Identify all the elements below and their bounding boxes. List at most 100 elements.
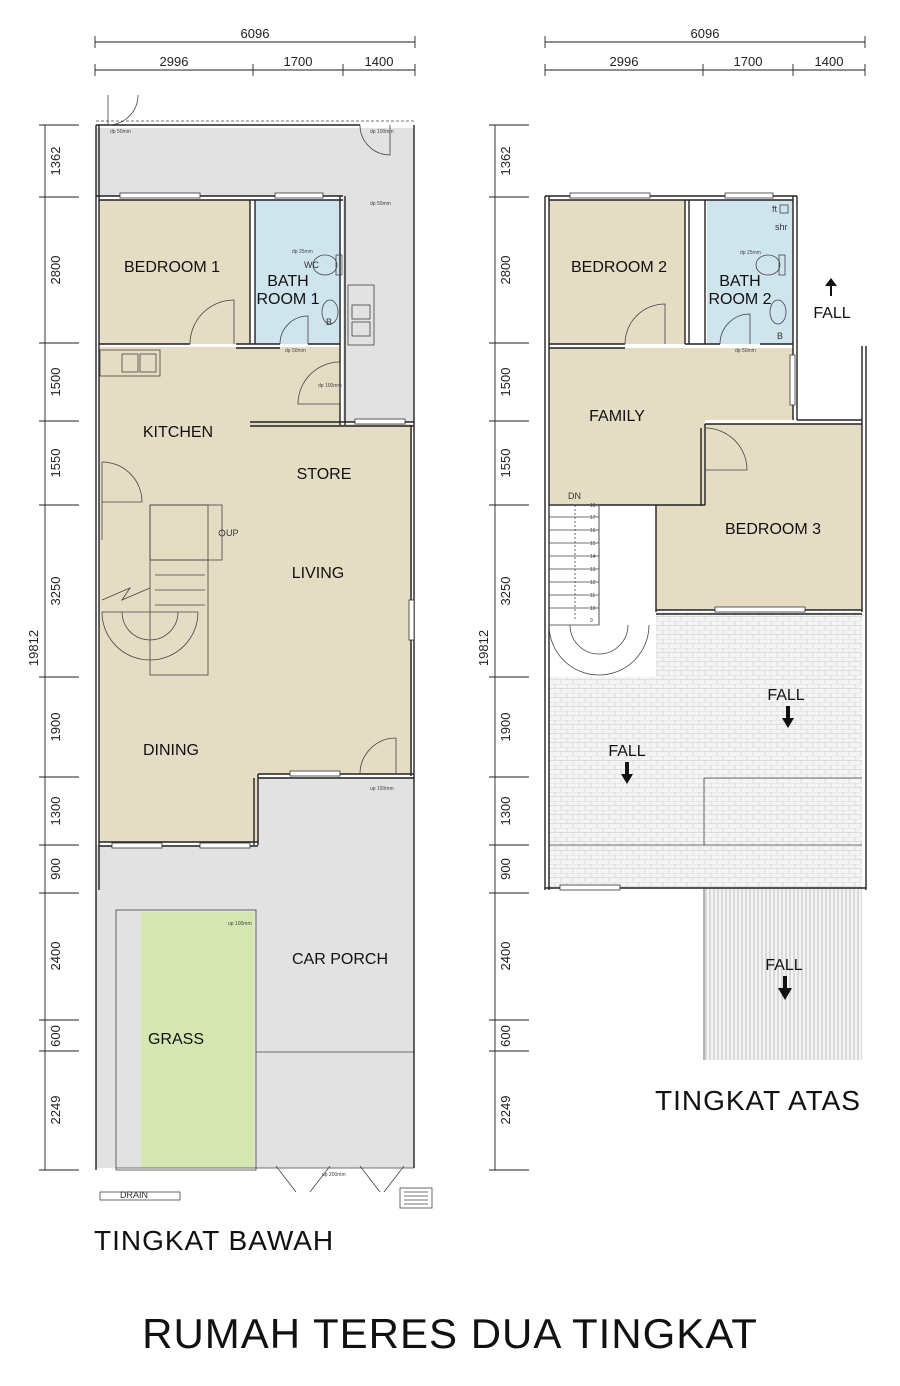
upper-step-17: 17 xyxy=(590,515,596,521)
upper-top-dimensions: 6096 2996 1700 1400 xyxy=(544,26,866,76)
ground-wc-label: WC xyxy=(304,260,319,270)
ground-side-dimensions: 1362 2800 1500 1550 3250 1900 1300 900 2… xyxy=(26,124,79,1171)
ground-dp25: dp 25mm xyxy=(292,249,313,255)
upper-side-total: 19812 xyxy=(476,630,491,666)
ground-dim-b: 1700 xyxy=(284,54,313,69)
upper-step-15: 15 xyxy=(590,541,596,547)
upper-side-dimensions: 1362 2800 1500 1550 3250 1900 1300 900 2… xyxy=(476,124,529,1171)
ground-floor-caption: TINGKAT BAWAH xyxy=(94,1225,334,1256)
upper-step-10: 10 xyxy=(590,606,596,612)
ground-side-2800: 2800 xyxy=(48,256,63,285)
upper-windows xyxy=(559,192,806,891)
upper-dim-c: 1400 xyxy=(815,54,844,69)
upper-doors xyxy=(624,303,751,471)
upper-fall-arrows xyxy=(621,278,837,1000)
upper-bedroom2-floor xyxy=(549,200,685,344)
upper-family-floor xyxy=(549,348,793,505)
ground-side-2249: 2249 xyxy=(48,1096,63,1125)
room-family: FAMILY xyxy=(589,408,645,425)
upper-side-2249: 2249 xyxy=(498,1096,513,1125)
upper-floor-caption: TINGKAT ATAS xyxy=(655,1085,861,1116)
upper-step-16: 16 xyxy=(590,528,596,534)
ground-side-1300: 1300 xyxy=(48,797,63,826)
upper-porch-roof xyxy=(704,888,862,1060)
ground-dim-total: 6096 xyxy=(241,26,270,41)
upper-step-12: 12 xyxy=(590,580,596,586)
fall-label-3: FALL xyxy=(608,743,645,760)
ground-dp100-top: dp 100mm xyxy=(370,129,394,135)
fall-label-2: FALL xyxy=(767,687,804,704)
ground-grass-area xyxy=(141,912,254,1168)
upper-fixtures: ft shr B dp 25mm dp 50mm xyxy=(735,204,789,354)
ground-windows xyxy=(111,192,415,849)
upper-side-1500: 1500 xyxy=(498,368,513,397)
upper-side-1362: 1362 xyxy=(498,147,513,176)
fall-arrow-down-icon xyxy=(778,976,792,1000)
ground-dim-a: 2996 xyxy=(160,54,189,69)
upper-dn-label: DN xyxy=(568,491,581,501)
upper-side-1300: 1300 xyxy=(498,797,513,826)
ground-up200: up 200mm xyxy=(322,1172,346,1178)
upper-roof-tiles xyxy=(548,612,862,888)
upper-dim-b: 1700 xyxy=(734,54,763,69)
ground-floor-plan: 6096 2996 1700 1400 1362 280 xyxy=(26,26,433,1256)
ground-dim-c: 1400 xyxy=(365,54,394,69)
upper-step-9: 9 xyxy=(590,618,593,624)
ground-bath1-floor xyxy=(255,200,341,344)
upper-bedroom3-floor xyxy=(656,424,862,610)
ground-side-yard xyxy=(343,196,414,422)
ground-dp100-store: dp 100mm xyxy=(318,383,342,389)
ground-walls xyxy=(95,120,415,1171)
ground-side-1500: 1500 xyxy=(48,368,63,397)
room-bath-1-line1: BATH xyxy=(267,273,308,290)
upper-dp25: dp 25mm xyxy=(740,250,761,256)
upper-walls xyxy=(544,195,867,1060)
fall-arrow-down-icon xyxy=(621,762,633,784)
room-bath-1-line2: ROOM 1 xyxy=(256,291,319,308)
ground-side-600: 600 xyxy=(48,1025,63,1047)
ground-side-1550: 1550 xyxy=(48,449,63,478)
upper-ft-label: ft xyxy=(772,204,778,214)
ground-staircase: UP xyxy=(101,504,239,676)
ground-side-1900: 1900 xyxy=(48,713,63,742)
upper-stair-floor xyxy=(549,505,656,677)
ground-dp50-bath: dp 50mm xyxy=(285,348,306,354)
room-dining: DINING xyxy=(143,742,199,759)
ground-side-1362: 1362 xyxy=(48,147,63,176)
room-bath-2-line2: ROOM 2 xyxy=(708,291,771,308)
upper-dim-a: 2996 xyxy=(610,54,639,69)
upper-staircase: DN 18 17 16 15 14 13 12 11 10 9 xyxy=(548,491,650,676)
room-kitchen: KITCHEN xyxy=(143,424,213,441)
ground-side-total: 19812 xyxy=(26,630,41,666)
drawing-title: RUMAH TERES DUA TINGKAT xyxy=(142,1310,758,1357)
ground-side-2400: 2400 xyxy=(48,942,63,971)
room-store: STORE xyxy=(297,466,352,483)
ground-main-floor xyxy=(99,347,412,842)
ground-side-900: 900 xyxy=(48,858,63,880)
fall-label-4: FALL xyxy=(765,957,802,974)
upper-side-2400: 2400 xyxy=(498,942,513,971)
upper-step-18: 18 xyxy=(590,503,596,509)
upper-side-1550: 1550 xyxy=(498,449,513,478)
room-living: LIVING xyxy=(292,565,344,582)
room-bedroom-2: BEDROOM 2 xyxy=(571,259,667,276)
fall-label-1: FALL xyxy=(813,305,850,322)
ground-dp50-right: dp 50mm xyxy=(370,201,391,207)
upper-dim-total: 6096 xyxy=(691,26,720,41)
ground-doors xyxy=(101,94,405,1193)
upper-side-600: 600 xyxy=(498,1025,513,1047)
fall-arrow-down-icon xyxy=(782,706,794,728)
ground-top-dimensions: 6096 2996 1700 1400 xyxy=(94,26,416,76)
fall-arrow-up-icon xyxy=(825,278,837,296)
room-grass: GRASS xyxy=(148,1031,204,1048)
ground-dp50-top: dp 50mm xyxy=(110,129,131,135)
ground-back-yard xyxy=(96,128,414,196)
ground-side-3250: 3250 xyxy=(48,577,63,606)
upper-dp50: dp 50mm xyxy=(735,348,756,354)
upper-floor-plan: 6096 2996 1700 1400 1362 280 xyxy=(476,26,867,1171)
ground-up-label: UP xyxy=(226,528,239,538)
ground-drain-label: DRAIN xyxy=(120,1190,148,1200)
ground-basin-label: B xyxy=(326,317,332,327)
room-bath-2-line1: BATH xyxy=(719,273,760,290)
